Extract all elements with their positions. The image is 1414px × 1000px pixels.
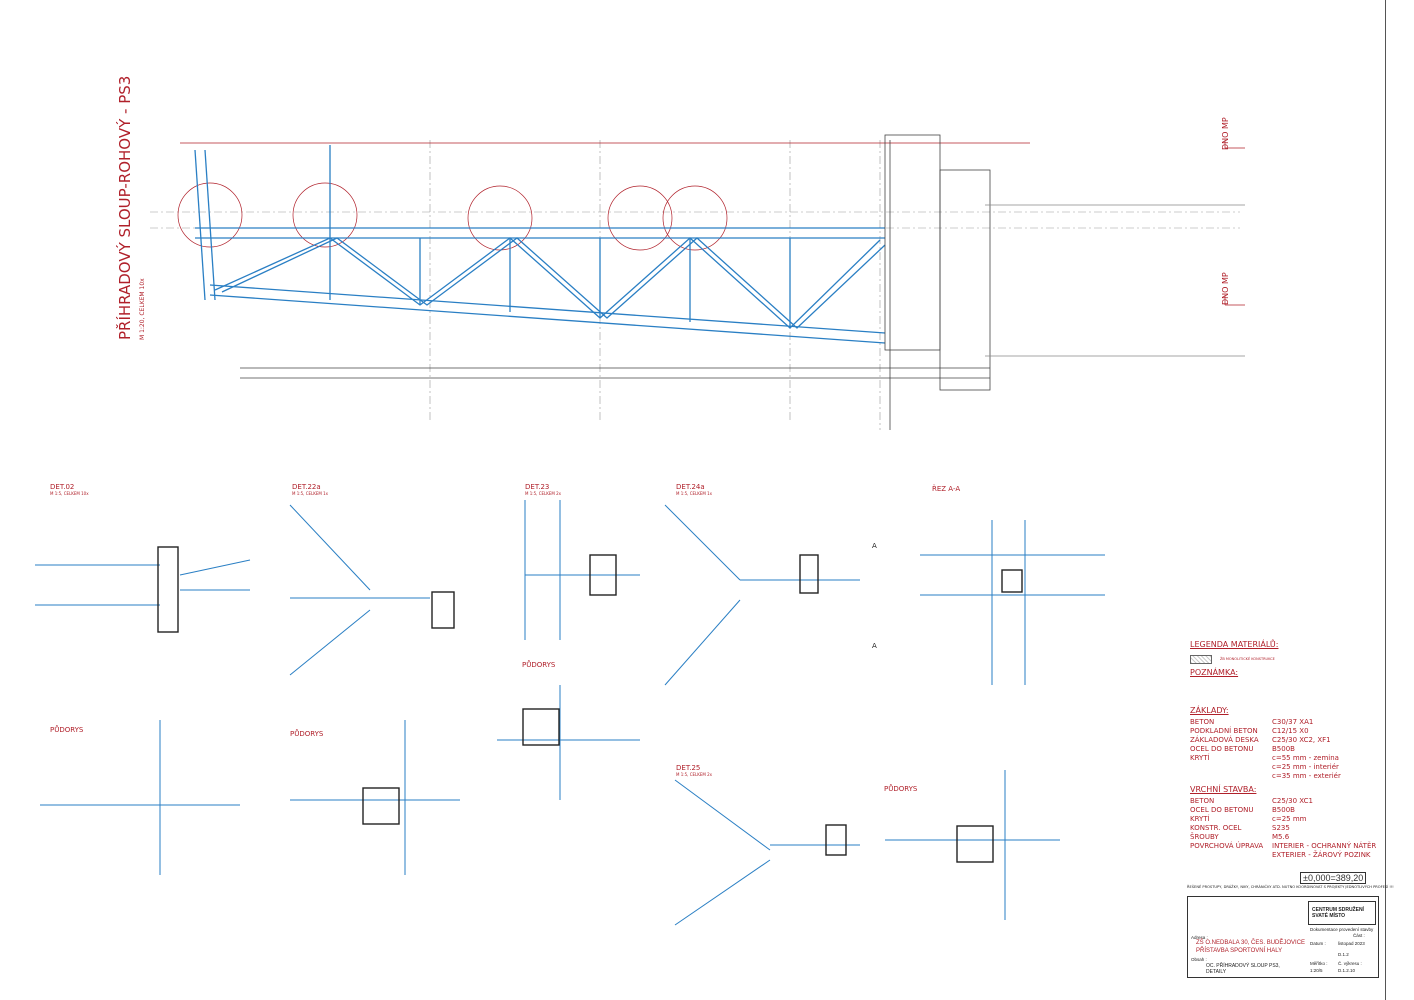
- drawing-no: D.1.2.10: [1338, 968, 1356, 973]
- legend-value: B500B: [1272, 806, 1295, 814]
- legend-key: KRYTÍ: [1190, 754, 1210, 762]
- legend-key: KONSTR. OCEL: [1190, 824, 1242, 832]
- legend-row: ŠROUBY M5.6: [1190, 833, 1380, 842]
- legend-row: c=25 mm - interiér: [1190, 763, 1380, 772]
- detail-scale-23: M 1:5, CELKEM 2x: [525, 491, 562, 496]
- legend-value: c=55 mm - zemina: [1272, 754, 1339, 762]
- plan-label: PŮDORYS: [522, 661, 556, 669]
- legend-row: KONSTR. OCEL S235: [1190, 824, 1380, 833]
- stage: Dokumentace provedení stavby: [1310, 927, 1374, 932]
- address-label: Adresa :: [1191, 935, 1208, 940]
- legend-key: [1190, 763, 1272, 772]
- legend-key: PODKLADNÍ BETON: [1190, 727, 1258, 735]
- section-letter: A: [872, 542, 877, 550]
- project-line-1: ZŠ O.NEDBALA 30, ČES. BUDĚJOVICE: [1196, 940, 1306, 946]
- notes-title: POZNÁMKA:: [1190, 668, 1239, 677]
- foundations-title: ZÁKLADY:: [1190, 706, 1229, 715]
- legend-value: c=25 mm: [1272, 815, 1307, 823]
- legend-title: LEGENDA MATERIÁLŮ:: [1190, 640, 1279, 649]
- detail-label-25: DET.25: [676, 764, 701, 772]
- detail-scale-22a: M 1:5, CELKEM 1x: [292, 491, 329, 496]
- main-scale: M 1:20, CELKEM 10x: [139, 278, 146, 340]
- title-block: CENTRUM SDRUŽENÍ SVATÉ MÍSTO Dokumentace…: [1187, 896, 1379, 978]
- detail-label-24a: DET.24a: [676, 483, 705, 491]
- legend-value: c=35 mm - exteriér: [1272, 772, 1341, 780]
- drawing-no-label: Č. výkresu :: [1338, 961, 1362, 966]
- section-label-aa: ŘEZ A-A: [932, 485, 961, 493]
- hatch-swatch: [1190, 654, 1212, 664]
- date: listopad 2023: [1338, 941, 1365, 946]
- notes-body: [1190, 680, 1380, 706]
- upper-title: VRCHNÍ STAVBA:: [1190, 785, 1257, 794]
- legend-row: OCEL DO BETONU B500B: [1190, 806, 1380, 815]
- content: OC. PŘÍHRADOVÝ SLOUP PS3, DETAILY: [1206, 963, 1280, 975]
- detail-scale-24a: M 1:5, CELKEM 1x: [676, 491, 713, 496]
- hatch-label: ŽB MONOLITICKÉ KONSTRUKCE: [1220, 657, 1275, 661]
- plan-label: PŮDORYS: [884, 785, 918, 793]
- content-label: Obsah :: [1191, 957, 1207, 962]
- legend-value: C25/30 XC2, XF1: [1272, 736, 1331, 744]
- legend-row: KRYTÍ c=55 mm - zemina: [1190, 754, 1380, 763]
- legend-value: C30/37 XA1: [1272, 718, 1314, 726]
- sheet-border: [1385, 0, 1386, 1000]
- section-mark-top: DNO MP: [1221, 117, 1230, 150]
- logo-frame: [1308, 901, 1376, 925]
- legend-key: POVRCHOVÁ ÚPRAVA: [1190, 842, 1264, 850]
- plan-label: PŮDORYS: [290, 730, 324, 738]
- elevation-reference: ±0,000=389,20: [1300, 872, 1367, 884]
- legend-value: M5.6: [1272, 833, 1290, 841]
- legend-row: BETON C30/37 XA1: [1190, 718, 1380, 727]
- detail-label-22a: DET.22a: [292, 483, 321, 491]
- legend-value: c=25 mm - interiér: [1272, 763, 1339, 771]
- scale-label: Měřítko :: [1310, 961, 1328, 966]
- main-title: PŘÍHRADOVÝ SLOUP-ROHOVÝ - PS3: [116, 75, 134, 340]
- section-letter: A: [872, 642, 877, 650]
- general-note: ŘEŠENÉ PROSTUPY, DRÁŽKY, NIKY, CHRÁNIČKY…: [1187, 885, 1394, 889]
- detail-scale-02: M 1:5, CELKEM 10x: [50, 491, 89, 496]
- legend-row: KRYTÍ c=25 mm: [1190, 815, 1380, 824]
- project-line-2: PŘÍSTAVBA SPORTOVNÍ HALY: [1196, 948, 1283, 954]
- detail-label-02: DET.02: [50, 483, 75, 491]
- legend-row: PODKLADNÍ BETON C12/15 X0: [1190, 727, 1380, 736]
- date-label: Datum :: [1310, 941, 1326, 946]
- legend-key: [1190, 772, 1272, 781]
- part-label: Část :: [1353, 933, 1365, 938]
- legend-key: BETON: [1190, 797, 1215, 805]
- company-name: CENTRUM SDRUŽENÍ SVATÉ MÍSTO: [1312, 907, 1364, 919]
- legend-value: B500B: [1272, 745, 1295, 753]
- legend-key: OCEL DO BETONU: [1190, 806, 1254, 814]
- legend-key: BETON: [1190, 718, 1215, 726]
- legend-key: [1190, 851, 1272, 860]
- section-mark-bottom: DNO MP: [1221, 272, 1230, 305]
- legend-value: C12/15 X0: [1272, 727, 1309, 735]
- materials-legend: LEGENDA MATERIÁLŮ: ŽB MONOLITICKÉ KONSTR…: [1190, 640, 1380, 860]
- legend-key: ZÁKLADOVÁ DESKA: [1190, 736, 1259, 744]
- legend-value: INTERIER - OCHRANNÝ NÁTĚR: [1272, 842, 1377, 850]
- scale: 1:20/5: [1310, 968, 1323, 973]
- plan-label: PŮDORYS: [50, 726, 84, 734]
- legend-key: ŠROUBY: [1190, 833, 1219, 841]
- legend-value: S235: [1272, 824, 1290, 832]
- legend-row: ZÁKLADOVÁ DESKA C25/30 XC2, XF1: [1190, 736, 1380, 745]
- legend-row: BETON C25/30 XC1: [1190, 797, 1380, 806]
- legend-value: EXTERIER - ŽÁROVÝ POZINK: [1272, 851, 1371, 859]
- legend-key: KRYTÍ: [1190, 815, 1210, 823]
- detail-scale-25: M 1:5, CELKEM 2x: [676, 772, 713, 777]
- legend-row: c=35 mm - exteriér: [1190, 772, 1380, 781]
- legend-value: C25/30 XC1: [1272, 797, 1313, 805]
- legend-row: EXTERIER - ŽÁROVÝ POZINK: [1190, 851, 1380, 860]
- part: D.1.2: [1338, 952, 1349, 957]
- legend-key: OCEL DO BETONU: [1190, 745, 1254, 753]
- legend-row: POVRCHOVÁ ÚPRAVA INTERIER - OCHRANNÝ NÁTĚ…: [1190, 842, 1380, 851]
- legend-row: OCEL DO BETONU B500B: [1190, 745, 1380, 754]
- detail-label-23: DET.23: [525, 483, 550, 491]
